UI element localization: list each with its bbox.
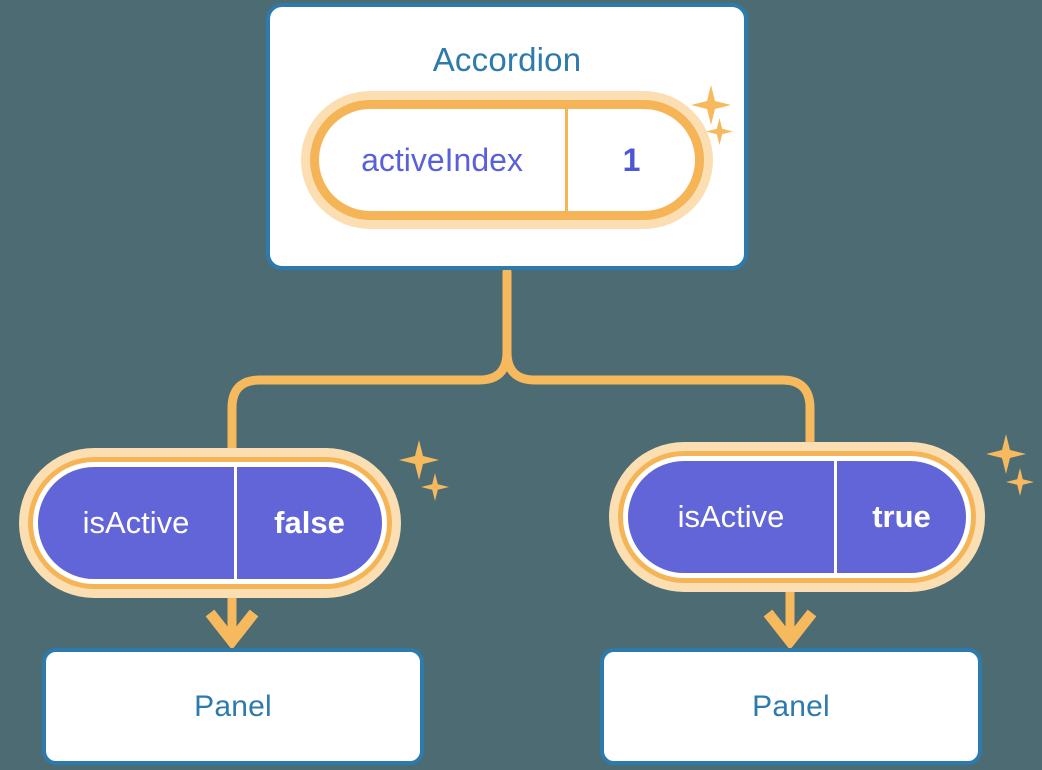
state-pill-value: 1 — [565, 109, 695, 211]
branch-line-right — [502, 347, 815, 461]
sparkle-icon — [399, 440, 439, 480]
branch-line-left — [227, 347, 512, 467]
panel-card-title: Panel — [194, 689, 272, 723]
arrow-down-icon-right — [763, 584, 817, 650]
state-pill-value: false — [234, 467, 382, 579]
state-pill-key: isActive — [82, 505, 190, 540]
sparkle-icon — [1006, 468, 1034, 496]
state-pill-is-active-true[interactable]: isActive true — [623, 456, 971, 578]
accordion-card-title: Accordion — [432, 41, 582, 78]
arrow-down-icon-left — [205, 586, 259, 650]
panel-component-card-left[interactable]: Panel — [42, 648, 424, 765]
state-pill-key: activeIndex — [361, 141, 523, 178]
sparkle-icon — [421, 473, 449, 501]
state-pill-value: true — [834, 461, 966, 573]
panel-card-title: Panel — [752, 689, 830, 723]
state-pill-is-active-false[interactable]: isActive false — [33, 462, 387, 584]
panel-component-card-right[interactable]: Panel — [600, 648, 982, 765]
state-pill-active-index[interactable]: activeIndex 1 — [310, 100, 704, 220]
state-pill-key: isActive — [677, 499, 785, 534]
